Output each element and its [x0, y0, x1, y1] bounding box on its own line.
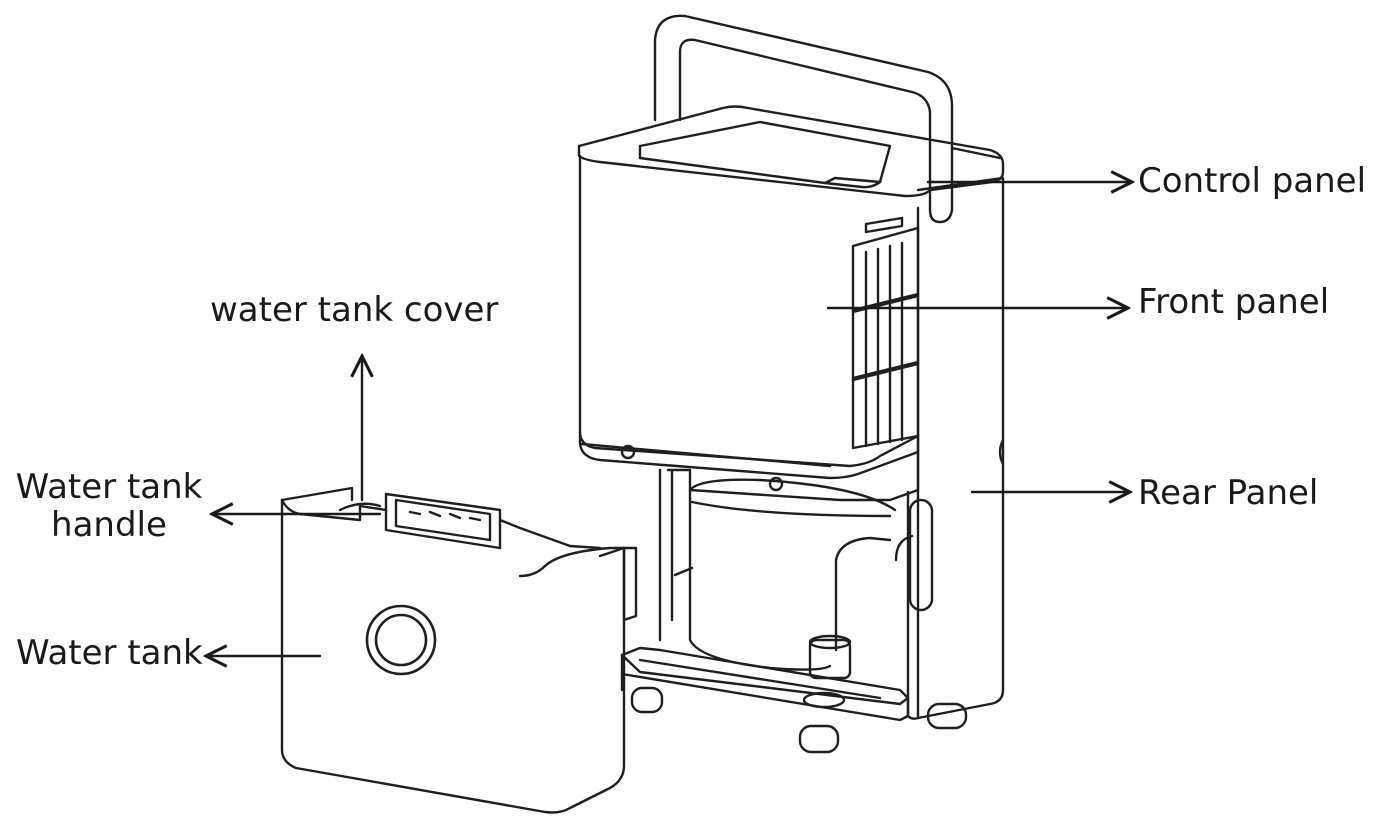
- water-tank-handle-label-line1: Water tank: [15, 467, 203, 507]
- rear-panel-side: [894, 176, 1005, 720]
- water-tank-handle-label-line2: handle: [51, 505, 167, 545]
- wheels: [630, 686, 968, 754]
- control-panel-label: Control panel: [1138, 161, 1367, 201]
- water-tank: [280, 486, 638, 814]
- front-panel-label: Front panel: [1138, 282, 1330, 322]
- water-tank-handle-label: Water tank handle: [14, 468, 204, 544]
- front-body: [578, 154, 920, 502]
- vent-grille: [851, 216, 920, 450]
- water-tank-handle: [338, 492, 602, 550]
- carry-handle: [653, 14, 954, 224]
- water-tank-cover-label: water tank cover: [210, 290, 499, 330]
- internal-compressor: [658, 468, 897, 680]
- base-tray: [620, 646, 910, 722]
- water-tank-label: Water tank: [16, 633, 203, 673]
- rear-panel-label: Rear Panel: [1138, 473, 1319, 513]
